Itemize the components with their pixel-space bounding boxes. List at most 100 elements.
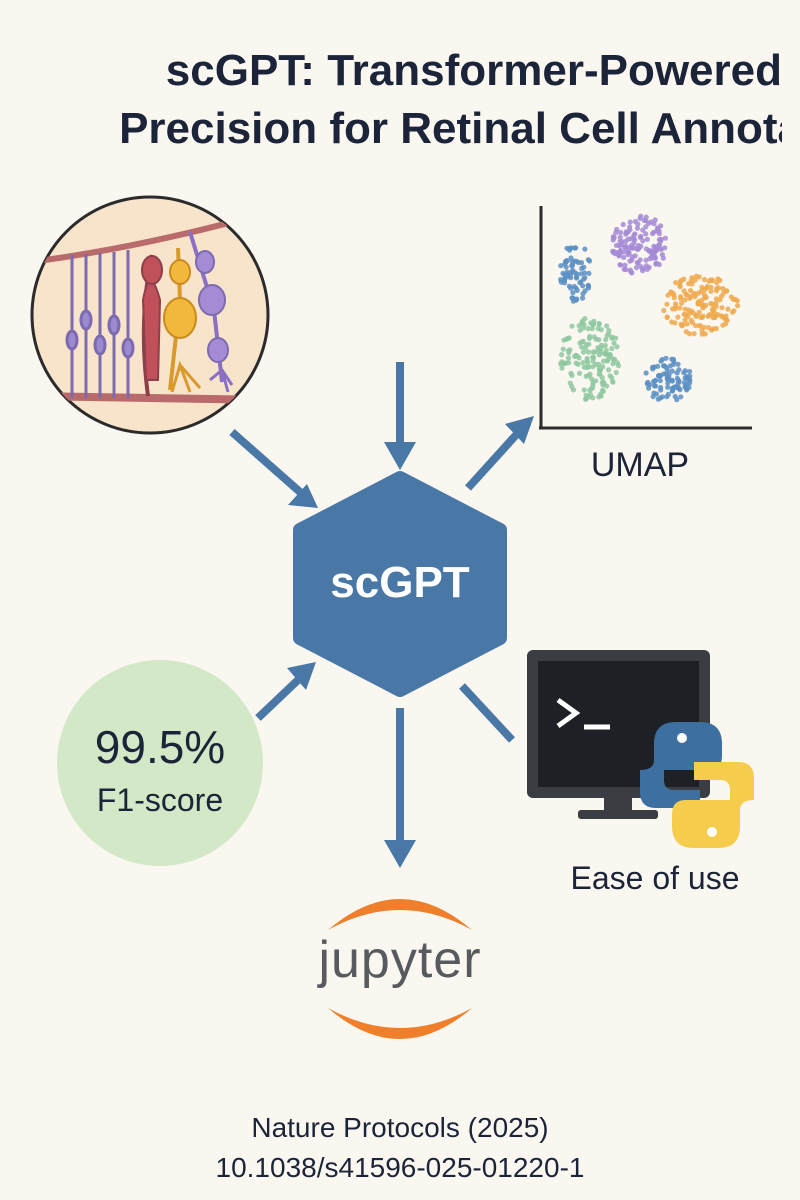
umap-dot (700, 305, 706, 311)
umap-dot (687, 368, 693, 375)
umap-dot (678, 394, 684, 400)
umap-dot (611, 340, 617, 346)
umap-scatter-icon (539, 206, 752, 430)
umap-dot (585, 349, 592, 355)
umap-dot (601, 358, 607, 364)
umap-dot (593, 378, 599, 384)
umap-dot (650, 247, 656, 253)
umap-dot (644, 266, 650, 272)
umap-dot (573, 258, 580, 264)
umap-dot (574, 296, 580, 302)
umap-dot (673, 280, 679, 286)
umap-dot (604, 358, 611, 364)
umap-dot (688, 317, 695, 323)
title-line-1: scGPT: Transformer-Powered (165, 46, 782, 95)
umap-dot (710, 326, 716, 332)
umap-dot (564, 245, 570, 251)
citation-journal: Nature Protocols (2025) (251, 1112, 549, 1143)
umap-dot (596, 321, 602, 327)
umap-dot (632, 231, 638, 237)
umap-dot (623, 229, 629, 235)
umap-dot (692, 277, 698, 283)
umap-dot (700, 313, 706, 319)
umap-dot (731, 308, 737, 314)
umap-dot (572, 353, 578, 359)
umap-dot (583, 392, 589, 398)
umap-dot (644, 236, 650, 242)
arrow-retina-to-hub (229, 429, 318, 508)
arrow-top-to-hub (384, 362, 416, 470)
umap-dot (606, 367, 612, 373)
umap-dot (576, 370, 583, 376)
umap-dot (563, 264, 569, 270)
umap-dot (617, 234, 623, 240)
umap-dot (683, 329, 689, 335)
umap-dot (725, 306, 731, 312)
umap-dot (689, 281, 695, 287)
umap-dot (607, 352, 614, 358)
umap-dot (677, 387, 683, 393)
umap-dot (682, 368, 688, 374)
umap-dot (627, 219, 633, 225)
umap-dot (617, 242, 623, 249)
umap-dot (684, 321, 690, 327)
umap-dot (734, 298, 740, 304)
umap-dot (687, 293, 693, 300)
umap-dot (590, 364, 596, 370)
umap-dot (658, 358, 664, 364)
umap-dot (701, 324, 707, 330)
umap-dot (692, 292, 698, 298)
umap-dot (625, 252, 631, 258)
umap-dot (665, 391, 672, 397)
umap-dot (664, 301, 670, 307)
umap-dot (581, 264, 587, 270)
umap-dot (652, 217, 658, 223)
umap-dot (580, 360, 586, 366)
umap-dot (590, 349, 596, 355)
umap-dot (677, 305, 683, 311)
umap-dot (655, 226, 661, 232)
umap-dot (621, 266, 627, 272)
umap-dot (586, 270, 592, 276)
umap-dot (605, 331, 612, 337)
umap-dot (724, 317, 730, 323)
umap-dot (662, 245, 668, 251)
umap-dot (698, 297, 705, 304)
umap-dot (678, 321, 684, 327)
umap-dot (652, 383, 659, 389)
umap-dot (584, 355, 590, 362)
umap-dot (585, 285, 592, 291)
umap-dot (670, 290, 676, 297)
umap-dot (597, 367, 604, 373)
umap-dot (579, 339, 585, 345)
umap-dot (650, 231, 656, 237)
umap-dot (569, 372, 575, 379)
umap-dot (599, 375, 605, 381)
umap-dot (583, 345, 589, 351)
umap-dot (693, 313, 699, 319)
umap-dot (568, 275, 574, 281)
scgpt-hub-hexagon (293, 471, 507, 697)
umap-dot (658, 236, 664, 242)
umap-dot (665, 380, 671, 386)
umap-dot (701, 276, 708, 283)
umap-dot (706, 278, 712, 284)
umap-dot (573, 360, 579, 366)
flow-arrows (229, 362, 534, 868)
umap-dot (657, 378, 663, 384)
umap-dot (581, 276, 587, 282)
umap-dot (651, 221, 657, 227)
umap-dot (617, 238, 623, 244)
umap-dot (708, 288, 714, 294)
umap-dot (582, 288, 588, 294)
arrow-hub-to-jupyter (384, 708, 416, 868)
umap-dot (573, 285, 579, 291)
umap-dot (590, 321, 596, 327)
umap-dot (669, 319, 675, 325)
umap-dot (609, 375, 615, 381)
umap-dot (585, 326, 591, 332)
umap-dot (618, 262, 624, 268)
retina-cells-icon (30, 195, 270, 435)
umap-dot (669, 377, 675, 383)
